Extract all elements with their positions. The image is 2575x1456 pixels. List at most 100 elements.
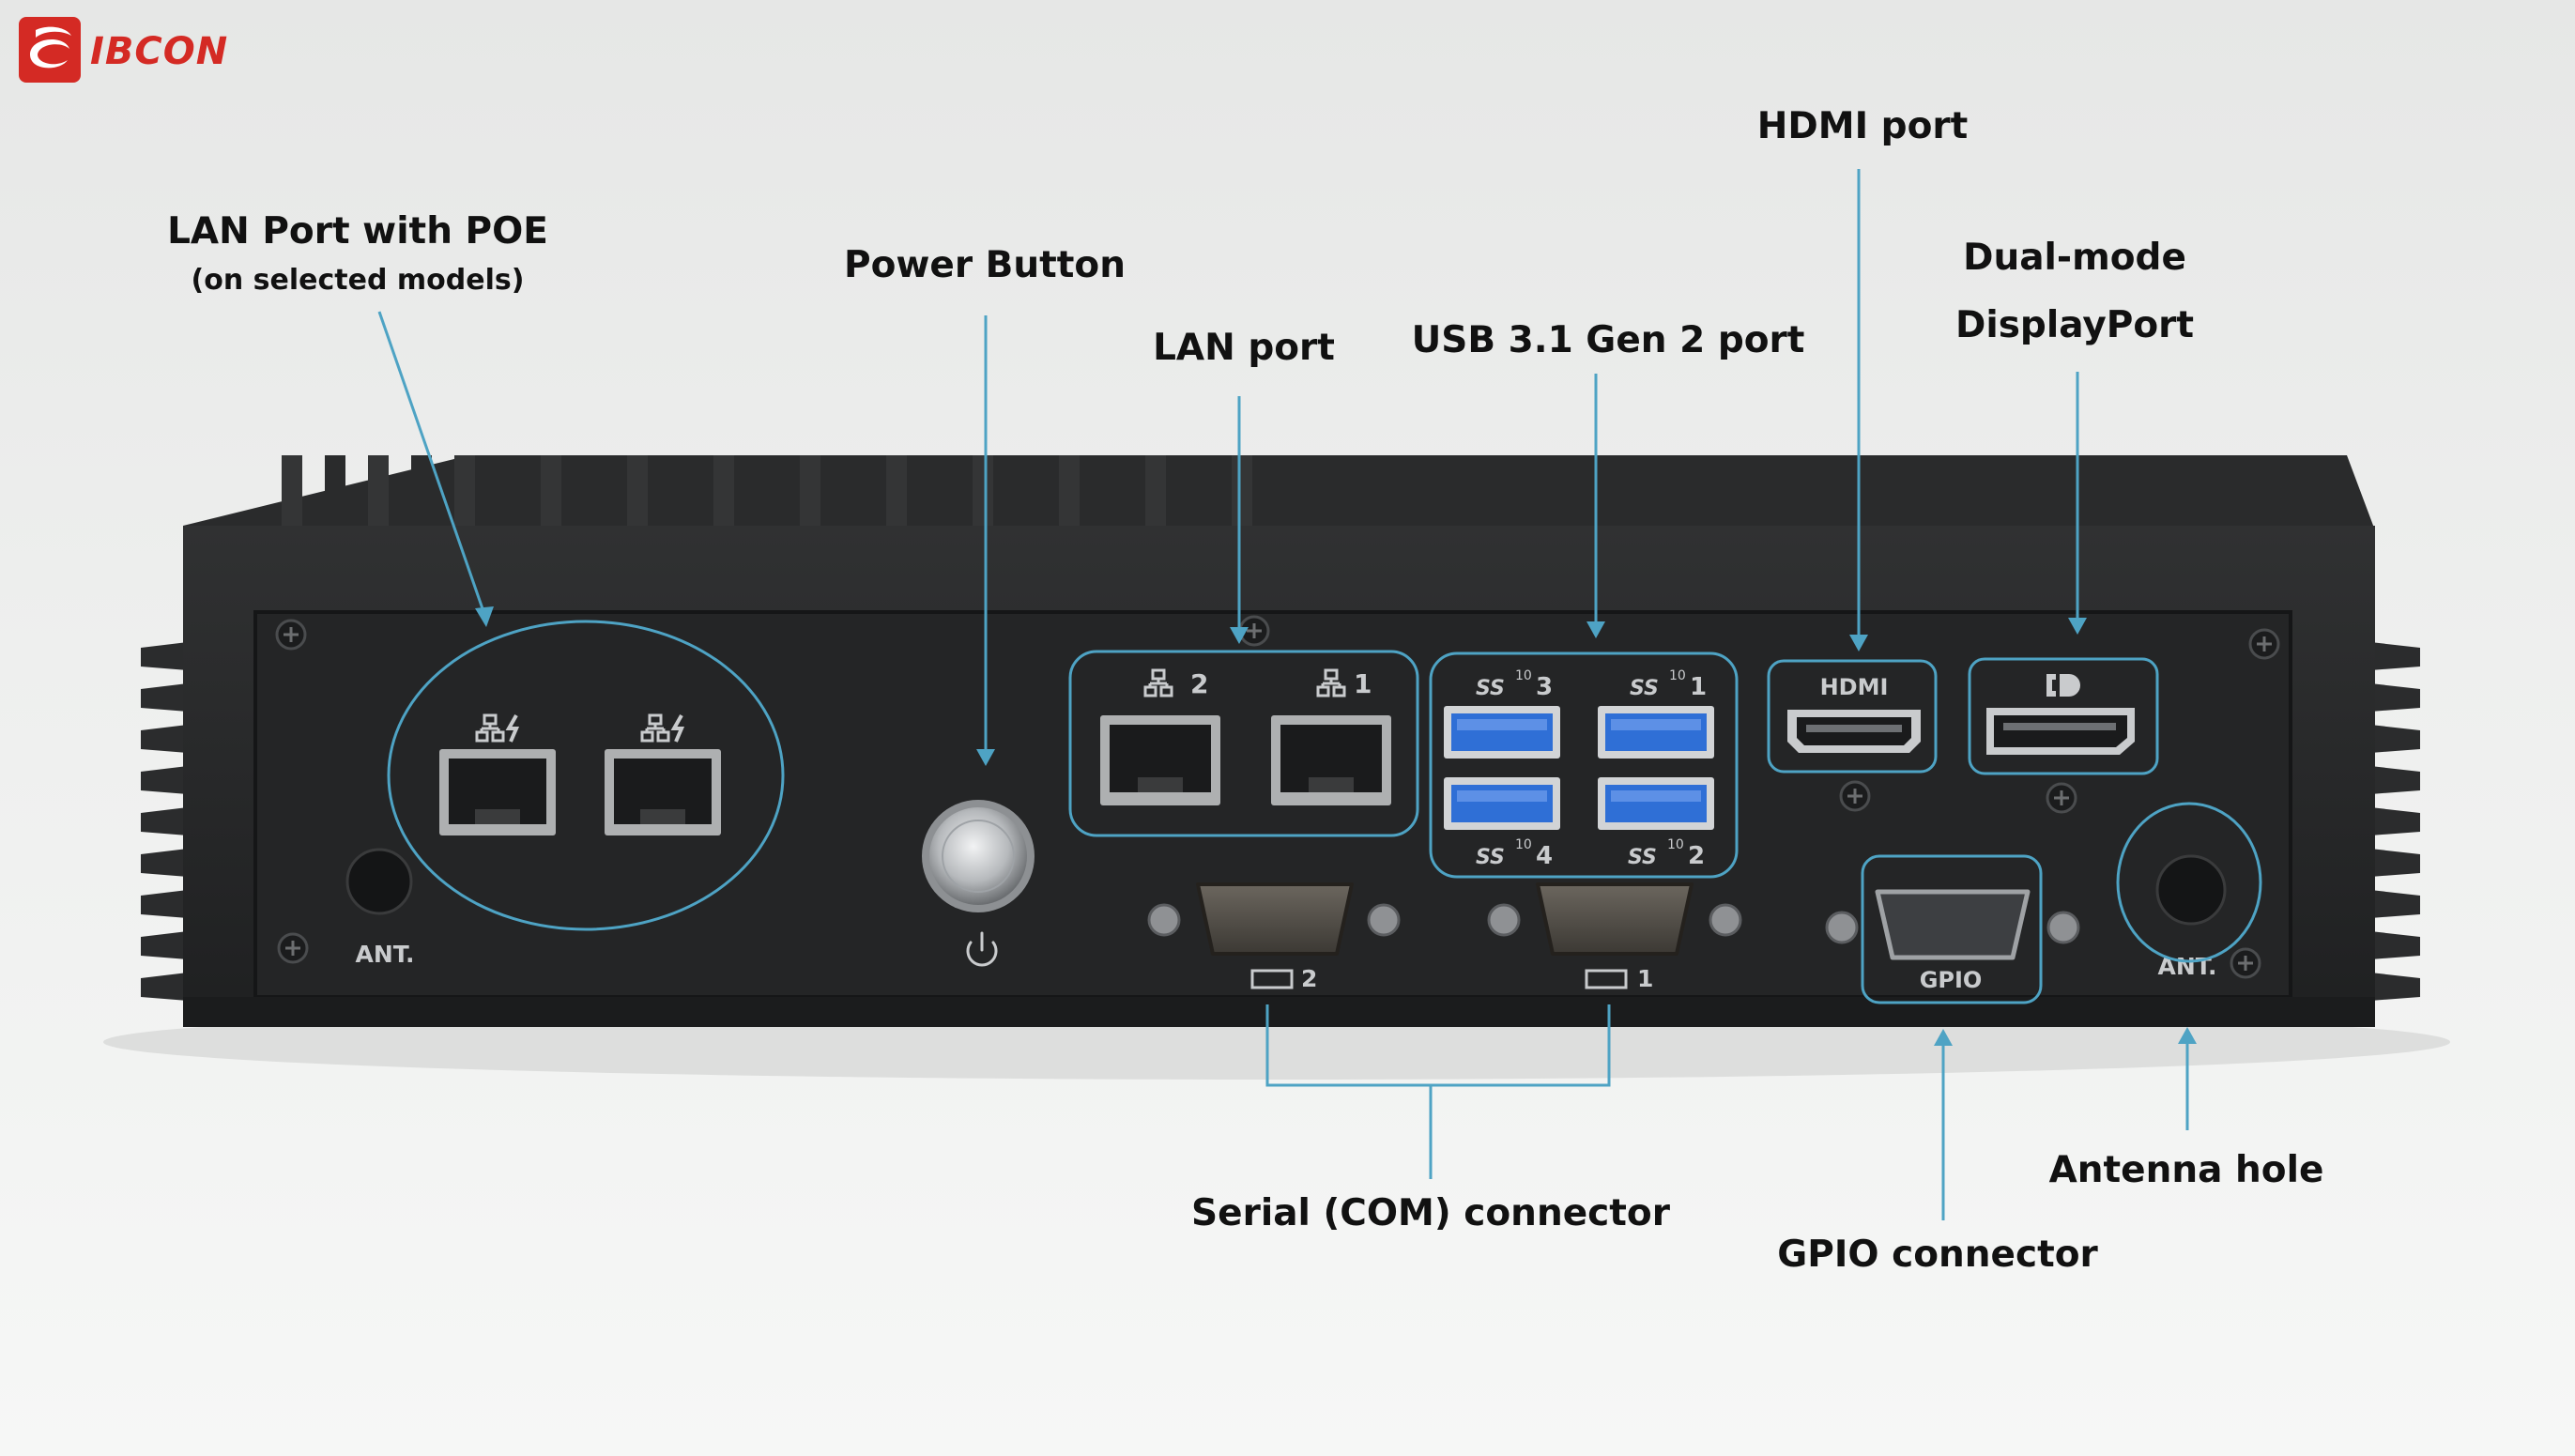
gpio-highlight [1861, 854, 2043, 1004]
side-fin-right [2370, 725, 2420, 753]
panel-screw [2257, 636, 2272, 651]
side-fin-right [2370, 807, 2420, 835]
usb-speed: 10 [1515, 668, 1532, 683]
displayport-icon [2046, 674, 2080, 697]
poe-lan-port-2 [605, 713, 721, 835]
network-icon [1143, 668, 1173, 697]
panel-screw [2238, 956, 2253, 971]
poe-lan-ports [439, 713, 721, 835]
callout-antenna: Antenna hole [2048, 1149, 2324, 1191]
displayport [1986, 674, 2135, 755]
usb-port-1: SS 10 1 [1598, 668, 1714, 759]
callout-arrowheads [475, 606, 2197, 1046]
usb-logo: SS [1630, 677, 1659, 700]
power-icon [966, 931, 998, 967]
callout-lan-poe-note: (on selected models) [191, 264, 525, 297]
callout-gpio: GPIO connector [1777, 1234, 2098, 1276]
usb-port-2-label: 2 [1688, 842, 1705, 870]
serial-icon [1250, 969, 1294, 989]
panel-screw [1847, 789, 1862, 804]
side-fin-right [2370, 849, 2420, 877]
usb-logo: SS [1476, 846, 1505, 869]
side-fin-right [2370, 683, 2420, 712]
com-port-1: 1 [1487, 882, 1742, 992]
side-fin-right [2370, 931, 2420, 959]
poe-highlight [387, 620, 785, 931]
com-port-1-label: 1 [1637, 965, 1653, 992]
ant-label-left: ANT. [355, 941, 414, 968]
callout-usb: USB 3.1 Gen 2 port [1411, 319, 1805, 361]
dp-highlight [1968, 657, 2159, 775]
usb-port-4: SS 10 4 [1444, 777, 1560, 870]
antenna-hole-right [2155, 854, 2227, 926]
callout-hdmi: HDMI port [1756, 105, 1969, 147]
hdmi-highlight [1767, 659, 1938, 774]
side-fin-right [2370, 973, 2420, 1001]
side-fin-left [141, 766, 188, 794]
network-icon [1316, 668, 1346, 697]
panel-screw [284, 627, 299, 642]
usb-port-2: SS 10 2 [1598, 777, 1714, 870]
lan-port-1-label: 1 [1354, 668, 1372, 699]
side-fin-left [141, 973, 188, 1001]
antenna-hole-left [345, 848, 413, 915]
power-button [922, 800, 1035, 967]
callout-power-button: Power Button [843, 244, 1127, 286]
usb-speed: 10 [1667, 837, 1684, 852]
serial-leader [1265, 1004, 1611, 1179]
side-fin-left [141, 725, 188, 753]
com-port-2-label: 2 [1301, 965, 1317, 992]
usb-logo: SS [1476, 677, 1505, 700]
callout-dp-line2: DisplayPort [1954, 304, 2195, 346]
lan-ports: 2 1 [1100, 668, 1391, 805]
usb-logo: SS [1628, 846, 1657, 869]
panel-screw [285, 941, 300, 956]
side-fin-left [141, 849, 188, 877]
side-fin-left [141, 807, 188, 835]
side-fin-right [2370, 766, 2420, 794]
usb-speed: 10 [1515, 837, 1532, 852]
antenna-highlight [2116, 802, 2262, 963]
gpio-port-label: GPIO [1920, 967, 1983, 993]
usb-port-1-label: 1 [1690, 673, 1707, 701]
side-fin-left [141, 642, 188, 670]
side-fin-left [141, 683, 188, 712]
panel-screw [2054, 790, 2069, 805]
usb-port-4-label: 4 [1536, 842, 1553, 870]
callout-lines [377, 169, 2189, 1220]
side-fin-right [2370, 890, 2420, 918]
side-fin-right [2370, 642, 2420, 670]
com-port-2: 2 [1147, 882, 1401, 992]
usb-port-3-label: 3 [1536, 673, 1553, 701]
hdmi-port: HDMI [1787, 674, 1921, 753]
poe-lan-port-1 [439, 713, 556, 835]
callout-serial: Serial (COM) connector [1191, 1192, 1670, 1234]
lan-port-2-label: 2 [1190, 668, 1208, 699]
side-fins [141, 642, 2420, 1001]
side-fin-left [141, 890, 188, 918]
network-poe-icon [640, 713, 685, 743]
highlight-outlines [387, 620, 2262, 1004]
poe-leader [377, 311, 488, 621]
callout-lan-poe: LAN Port with POE [167, 210, 548, 253]
ibcon-logo-icon [19, 17, 81, 83]
gpio-port: GPIO [1825, 889, 2080, 993]
usb-speed: 10 [1669, 668, 1686, 683]
lan-port-1: 1 [1271, 668, 1391, 805]
usb-ports: SS 10 3 SS 10 1 SS 10 4 SS 10 2 [1444, 668, 1714, 870]
lan-highlight [1068, 650, 1419, 837]
chassis-base [183, 997, 2375, 1027]
network-poe-icon [475, 713, 520, 743]
lan-port-2: 2 [1100, 668, 1220, 805]
callout-dp-line1: Dual-mode [1963, 237, 2186, 279]
panel-screw [1247, 623, 1262, 638]
serial-icon [1585, 969, 1628, 989]
usb-port-3: SS 10 3 [1444, 668, 1560, 759]
callout-lan-port: LAN port [1153, 327, 1335, 369]
usb-highlight [1429, 651, 1739, 879]
brand-name: IBCON [90, 30, 229, 73]
panel-screws [275, 615, 2280, 979]
hdmi-port-label: HDMI [1820, 674, 1889, 700]
side-fin-left [141, 931, 188, 959]
